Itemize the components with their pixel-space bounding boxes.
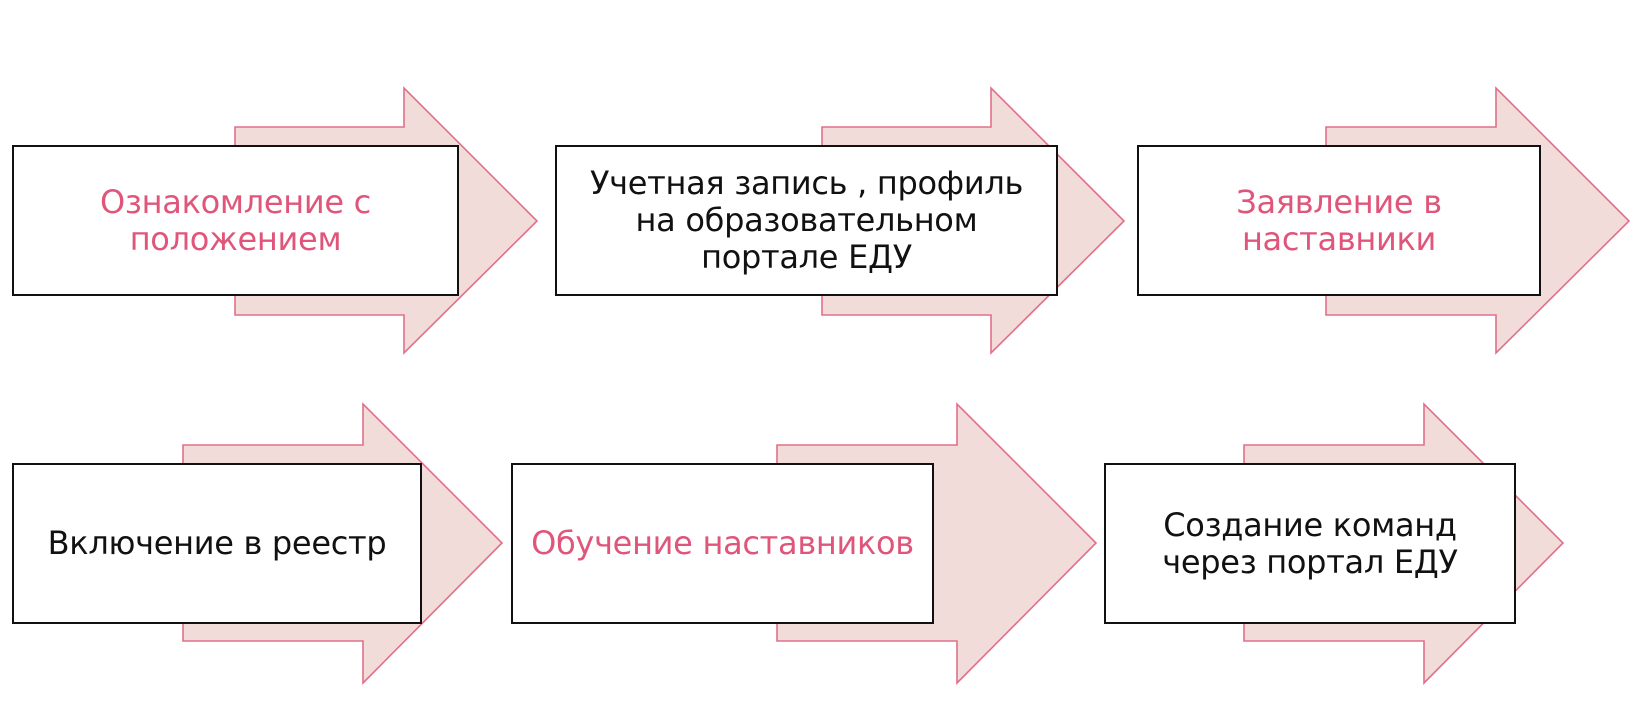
step-label-line: Включение в реестр (47, 524, 387, 562)
step-box-acquaintance: Ознакомление с положением (12, 145, 459, 296)
step-box-mentor-application: Заявление в наставники (1137, 145, 1541, 296)
step-label: Заявление в наставники (1236, 182, 1442, 258)
step-label: Ознакомление с положением (100, 182, 371, 258)
step-box-account-profile: Учетная запись , профиль на образователь… (555, 145, 1058, 296)
step-label-line: Создание команд (1163, 505, 1457, 544)
step-label-line: Ознакомление с (100, 182, 371, 221)
step-label-line: через портал ЕДУ (1162, 542, 1458, 581)
step-label-line: на образовательном (635, 201, 978, 239)
step-label-line: Учетная запись , профиль (589, 164, 1024, 202)
step-label: Создание команд через портал ЕДУ (1162, 505, 1458, 581)
step-box-mentor-training: Обучение наставников (511, 463, 934, 624)
step-label: Учетная запись , профиль на образователь… (590, 165, 1023, 276)
step-label-line: Обучение наставников (531, 524, 914, 562)
step-label-line: наставники (1241, 219, 1437, 258)
step-label-line: портале ЕДУ (701, 238, 912, 276)
step-box-registry-inclusion: Включение в реестр (12, 463, 422, 624)
step-label-line: Заявление в (1236, 182, 1442, 221)
step-label: Обучение наставников (531, 525, 914, 562)
step-label: Включение в реестр (48, 525, 387, 562)
step-box-team-creation: Создание команд через портал ЕДУ (1104, 463, 1516, 624)
step-label-line: положением (129, 219, 342, 258)
